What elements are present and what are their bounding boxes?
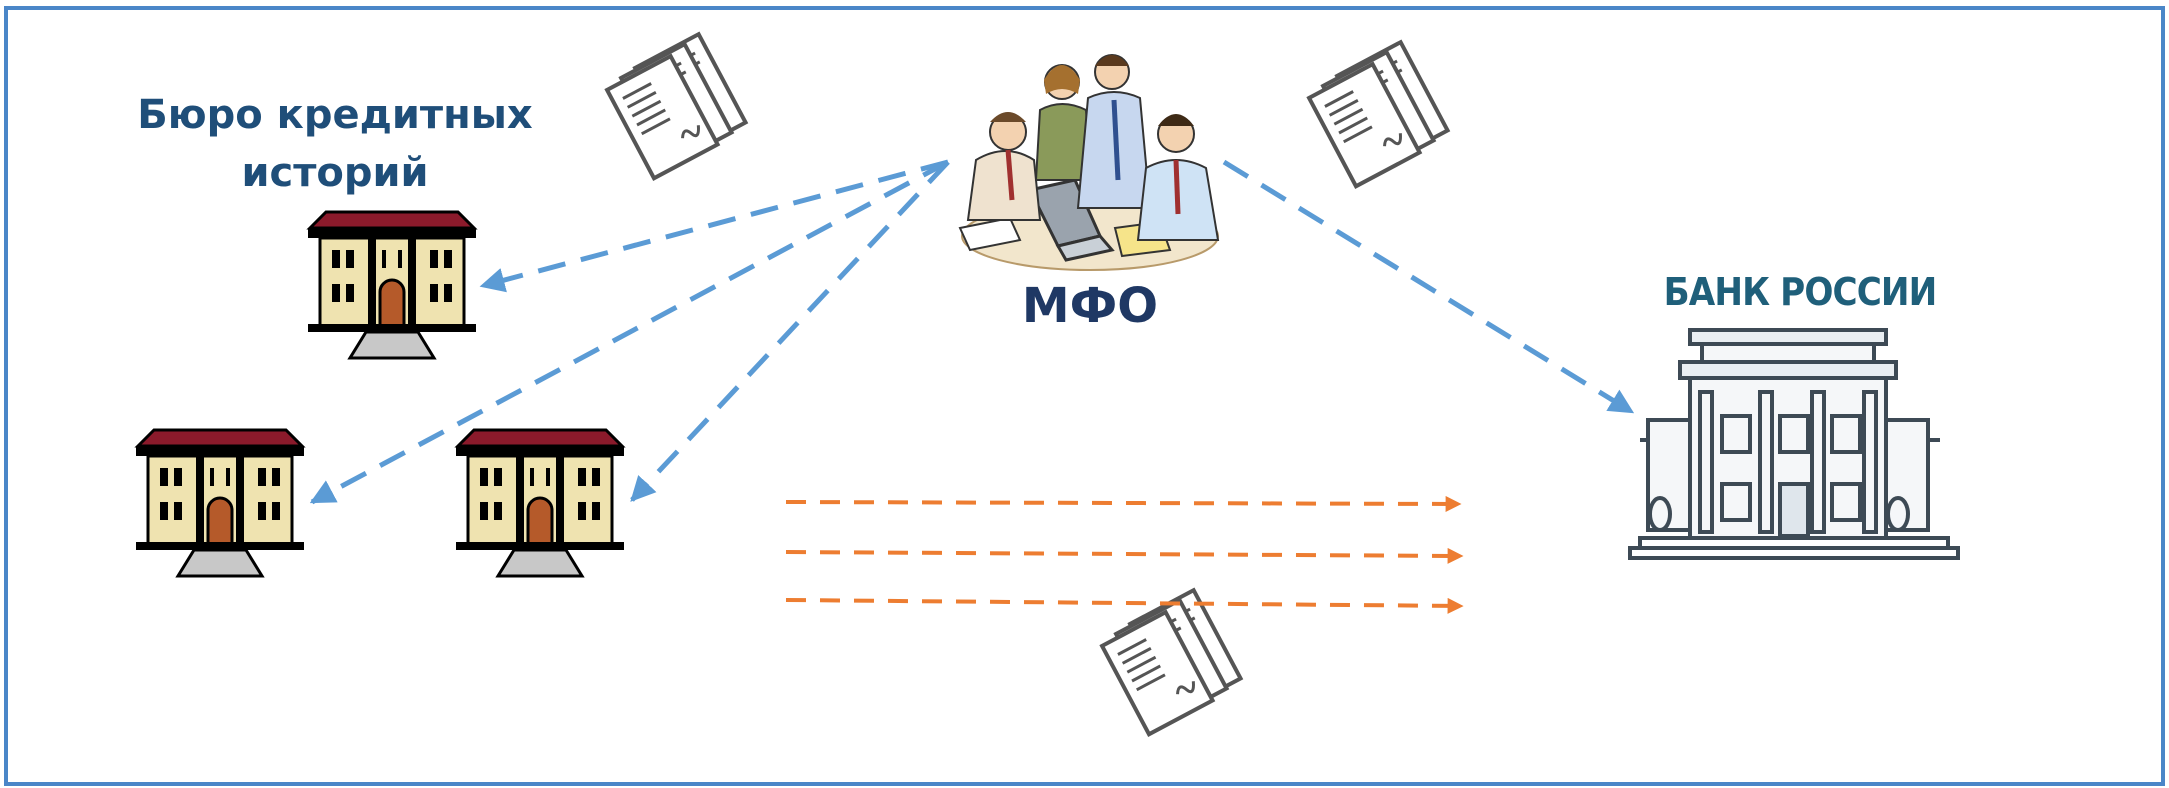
arrow-mfo-to-bureau-2 [309,159,950,505]
arrow-mfo-to-central-bank [1222,159,1635,415]
building-icon [454,428,626,578]
orange-arrow-2 [785,547,1464,564]
reporting-arrows [785,495,1464,614]
documents-icon [1100,588,1243,737]
arrow-mfo-to-bureau-1 [479,159,949,293]
orange-arrow-3 [785,597,1464,614]
mfo-label: МФО [1021,278,1159,334]
documents-icon [1307,40,1450,189]
orange-arrow-1 [785,495,1462,512]
central-bank-label: БАНК РОССИИ [1663,270,1938,314]
data-flow-arrows [309,159,1635,505]
arrow-mfo-to-bureau-3 [630,160,950,502]
building-icon [134,428,306,578]
building-icon [306,210,478,360]
people-meeting-icon [958,54,1220,271]
credit-bureau-label: Бюро кредитных историй [137,92,533,196]
bank-building-icon [1628,328,1960,560]
slide-border [4,6,2165,786]
documents-icon [605,32,748,181]
